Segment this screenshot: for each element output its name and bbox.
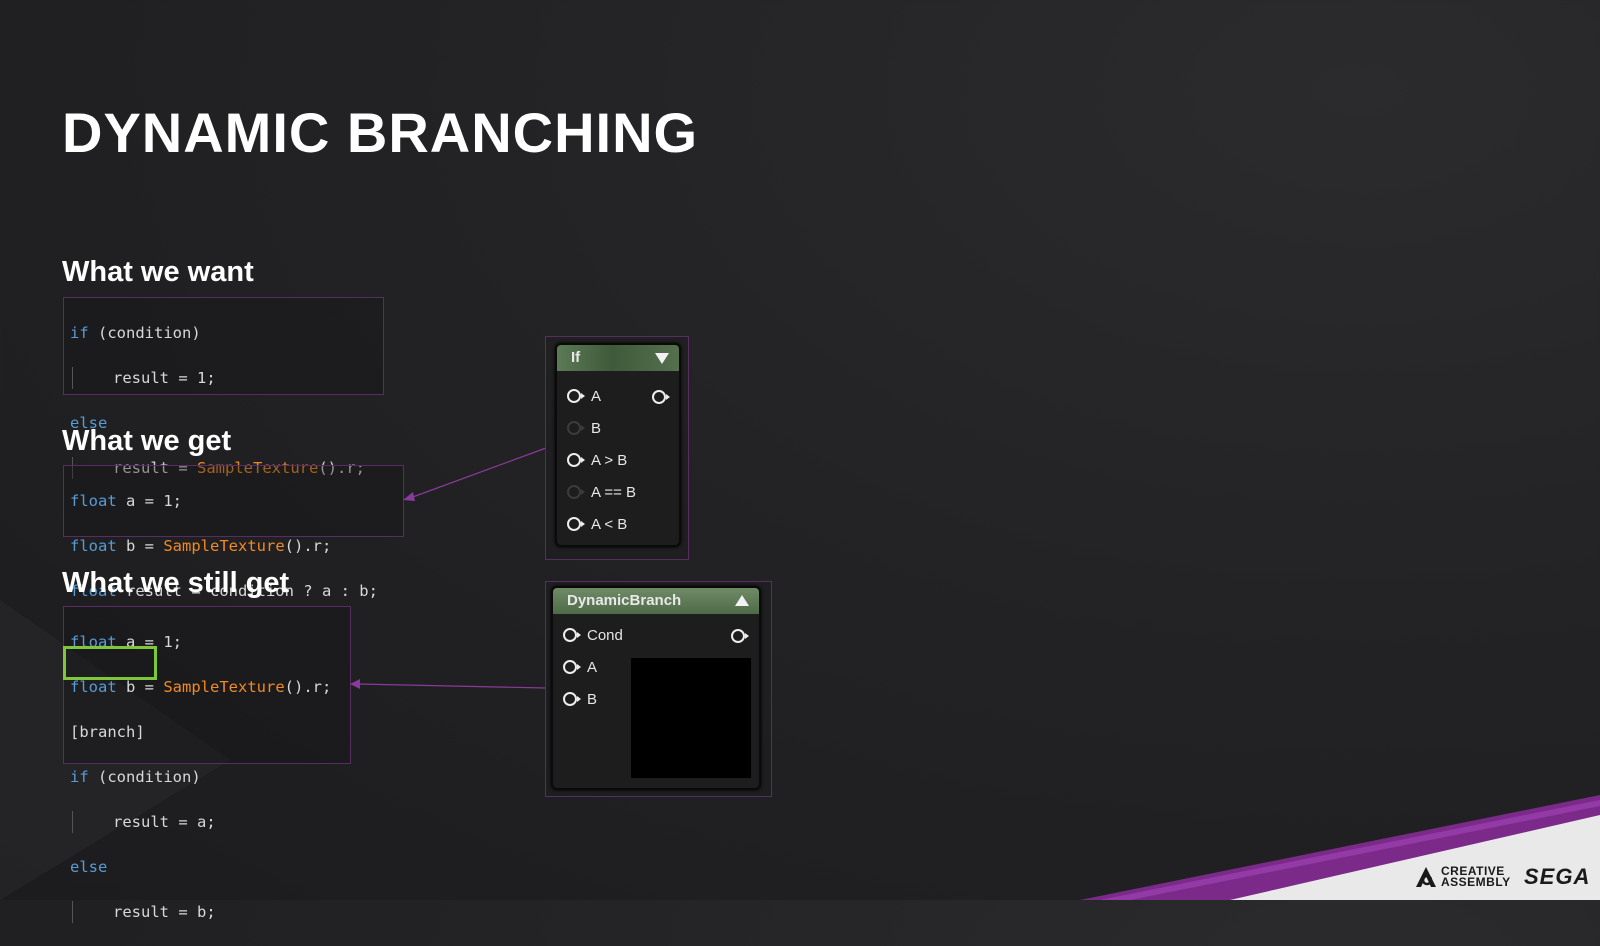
- code-line: float a = 1;: [70, 491, 182, 510]
- if-node-title: If: [571, 349, 581, 366]
- section-heading-want: What we want: [62, 256, 254, 288]
- code-block-still-get: float a = 1; float b = SampleTexture().r…: [63, 606, 351, 923]
- section-heading-still-get: What we still get: [62, 567, 290, 599]
- creative-assembly-logo-icon: [1416, 867, 1436, 887]
- code-line: result = 1;: [70, 366, 383, 389]
- input-pin-icon[interactable]: [563, 628, 581, 643]
- output-pin-icon[interactable]: [731, 629, 749, 643]
- page-title: DYNAMIC BRANCHING: [62, 101, 699, 164]
- branch-highlight-box: [63, 646, 157, 680]
- dynamic-branch-node-title: DynamicBranch: [567, 592, 682, 609]
- input-pin-icon[interactable]: [567, 389, 585, 404]
- input-pin-icon[interactable]: [567, 517, 585, 532]
- code-line: else: [70, 413, 108, 432]
- code-line: float b = SampleTexture().r;: [70, 677, 332, 696]
- background-decoration: [0, 600, 1600, 900]
- code-line: result = b;: [70, 900, 350, 923]
- collapse-arrow-icon[interactable]: [655, 353, 669, 364]
- input-pin-icon[interactable]: [563, 660, 581, 675]
- code-line: else: [70, 857, 108, 876]
- node-preview-swatch: [631, 658, 751, 778]
- dynamic-branch-pin-cond[interactable]: Cond: [563, 626, 623, 646]
- if-pin-a-equals-b[interactable]: A == B: [567, 483, 636, 503]
- code-line-branch-attribute: [branch]: [70, 722, 145, 741]
- code-line: result = SampleTexture().r;: [70, 456, 383, 479]
- code-block-get: float a = 1; float b = SampleTexture().r…: [63, 465, 404, 600]
- code-block-want: if (condition) result = 1; else result =…: [63, 297, 384, 479]
- code-line: result = a;: [70, 810, 350, 833]
- dynamic-branch-node-header[interactable]: DynamicBranch: [553, 588, 759, 614]
- code-line: if (condition): [70, 767, 201, 786]
- dynamic-branch-pin-b[interactable]: B: [563, 690, 597, 710]
- sega-logo: SEGA: [1524, 864, 1591, 889]
- code-line: float result = condition ? a : b;: [70, 581, 378, 600]
- input-pin-icon[interactable]: [567, 485, 585, 500]
- if-pin-a[interactable]: A: [567, 387, 601, 407]
- if-pin-a-greater-b[interactable]: A > B: [567, 451, 627, 471]
- input-pin-icon[interactable]: [567, 453, 585, 468]
- if-node[interactable]: If A B A > B A == B A < B: [555, 343, 681, 547]
- section-heading-get: What we get: [62, 425, 232, 457]
- if-pin-b[interactable]: B: [567, 419, 601, 439]
- expand-arrow-icon[interactable]: [735, 595, 749, 606]
- input-pin-icon[interactable]: [563, 692, 581, 707]
- creative-assembly-logo-text: CREATIVE ASSEMBLY: [1441, 864, 1511, 889]
- code-line: if (condition): [70, 323, 201, 342]
- dynamic-branch-pin-a[interactable]: A: [563, 658, 597, 678]
- code-line: float b = SampleTexture().r;: [70, 536, 332, 555]
- dynamic-branch-node[interactable]: DynamicBranch Cond A B: [551, 586, 761, 790]
- if-pin-a-less-b[interactable]: A < B: [567, 515, 627, 535]
- if-node-header[interactable]: If: [557, 345, 679, 371]
- output-pin-icon[interactable]: [652, 390, 670, 404]
- input-pin-icon[interactable]: [567, 421, 585, 436]
